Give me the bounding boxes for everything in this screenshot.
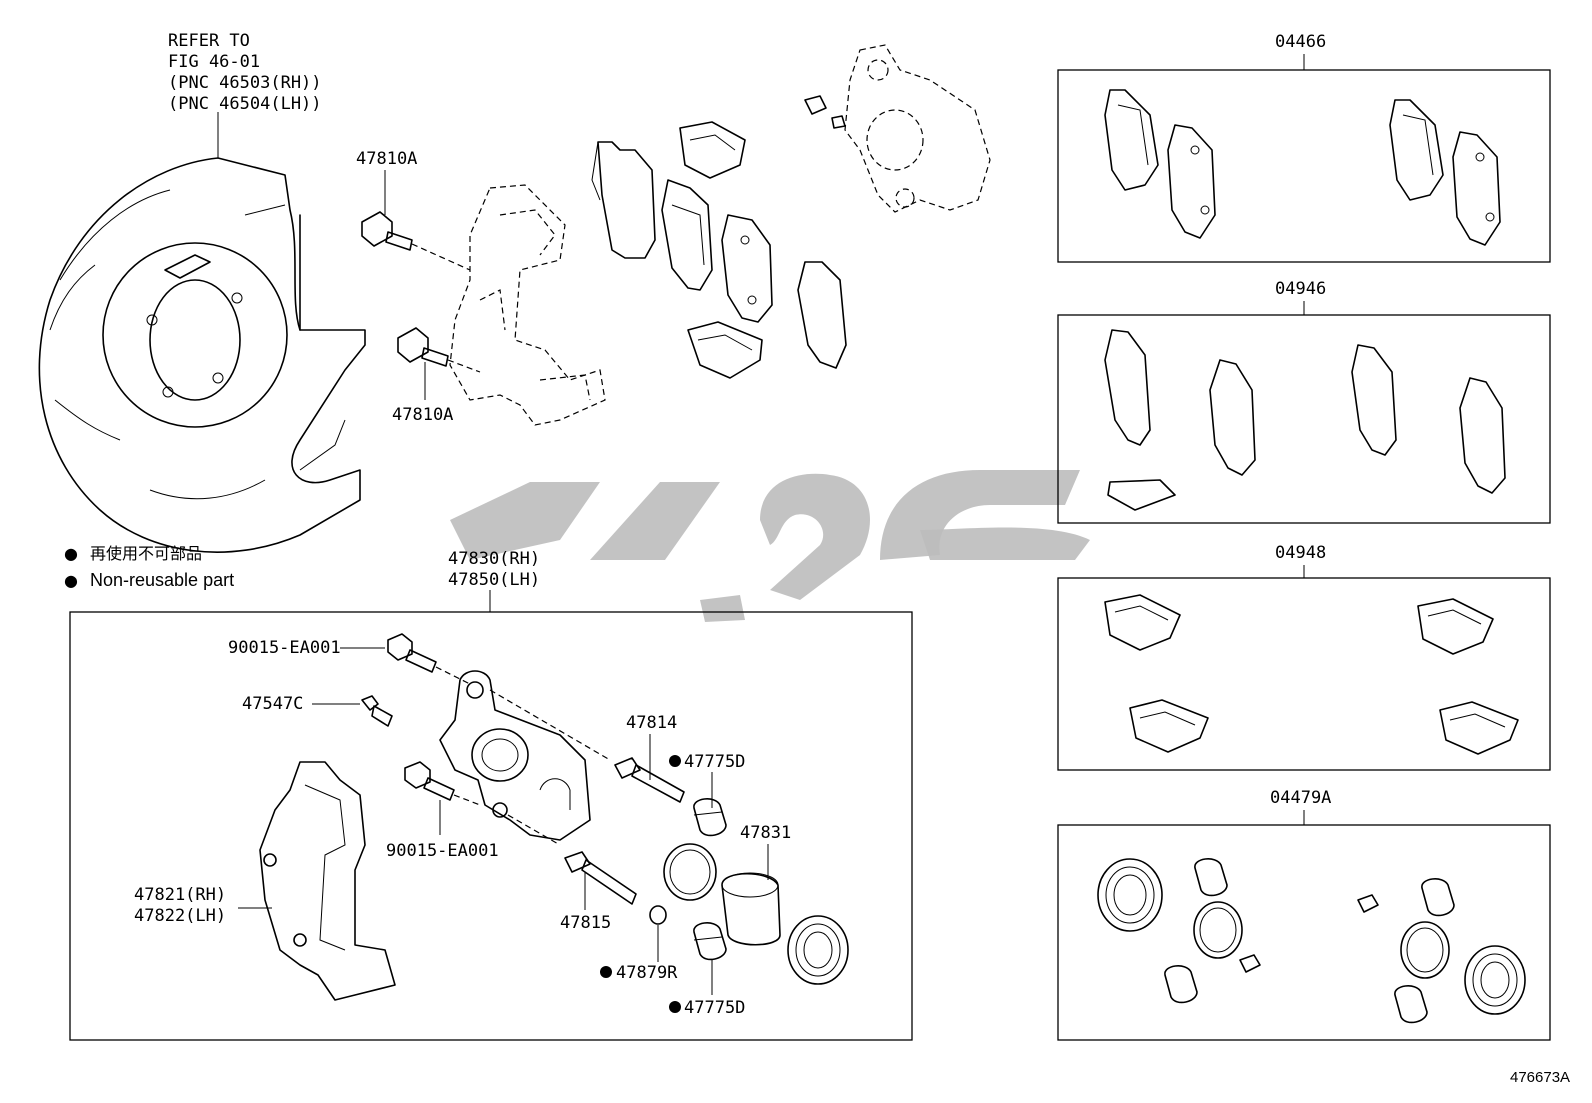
kit-04946-title: 04946 <box>1275 279 1326 299</box>
caliper-assembly-parts: 90015-EA001 47547C 90015-EA001 47814 477… <box>134 633 849 1018</box>
mounting-bolts-top: 47810A 47810A <box>356 149 481 425</box>
legend: ● 再使用不可部品 ● Non-reusable part <box>64 544 234 590</box>
legend-non-reusable-jp: 再使用不可部品 <box>90 544 202 563</box>
caliper-assembly-box <box>69 611 913 1041</box>
label-47775D-upper: 47775D <box>684 752 745 772</box>
kit-04948: 04948 <box>1057 543 1551 771</box>
caliper-bracket-upper <box>449 184 606 426</box>
caliper-upper <box>804 44 991 213</box>
kit-04479A: 04479A <box>1057 788 1551 1041</box>
kit-04946: 04946 <box>1057 279 1551 524</box>
label-47879R: 47879R <box>616 963 678 983</box>
label-47831: 47831 <box>740 823 791 843</box>
label-47810A-bottom: 47810A <box>392 405 453 425</box>
refer-note-line-3: (PNC 46503(RH)) <box>168 73 322 93</box>
kit-04466: 04466 <box>1057 32 1551 263</box>
refer-note-line-1: REFER TO <box>168 31 250 51</box>
label-47821-rh: 47821(RH) <box>134 885 226 905</box>
label-47850-lh: 47850(LH) <box>448 570 540 590</box>
label-90015-EA001-lower: 90015-EA001 <box>386 841 499 861</box>
caliper-assembly-label: 47830(RH) 47850(LH) <box>448 549 540 612</box>
legend-bullet-2: ● <box>64 571 78 590</box>
refer-note: REFER TO FIG 46-01 (PNC 46503(RH)) (PNC … <box>168 31 322 158</box>
label-47810A-top: 47810A <box>356 149 417 169</box>
label-47822-lh: 47822(LH) <box>134 906 226 926</box>
label-47547C: 47547C <box>242 694 303 714</box>
label-90015-EA001-upper: 90015-EA001 <box>228 638 341 658</box>
label-47775D-lower: 47775D <box>684 998 745 1018</box>
legend-bullet-1: ● <box>64 544 78 563</box>
refer-note-line-2: FIG 46-01 <box>168 52 260 72</box>
legend-non-reusable-en: Non-reusable part <box>90 570 234 590</box>
upper-pads-group <box>591 121 847 379</box>
label-47830-rh: 47830(RH) <box>448 549 540 569</box>
kit-04466-title: 04466 <box>1275 32 1326 52</box>
kit-04948-title: 04948 <box>1275 543 1326 563</box>
dust-cover-drawing <box>38 157 366 553</box>
refer-note-line-4: (PNC 46504(LH)) <box>168 94 322 114</box>
watermark-logo <box>450 470 1090 622</box>
kit-04479A-title: 04479A <box>1270 788 1331 808</box>
label-47814: 47814 <box>626 713 677 733</box>
figure-id: 476673A <box>1510 1069 1570 1086</box>
label-47815: 47815 <box>560 913 611 933</box>
